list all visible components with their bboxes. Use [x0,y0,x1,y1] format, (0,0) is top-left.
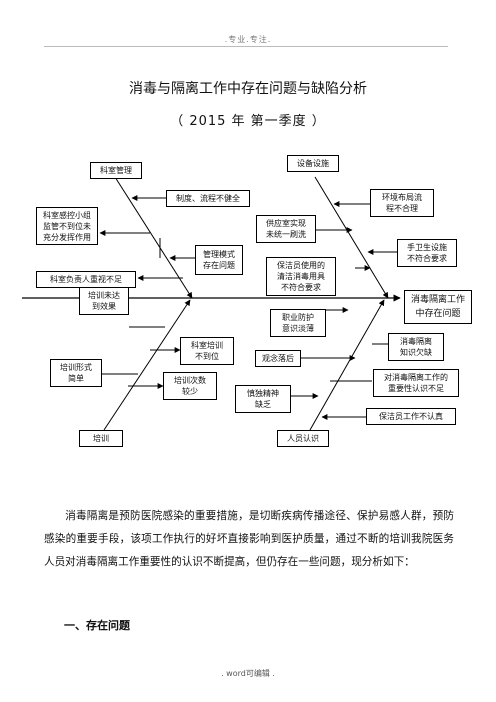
cause-management-mode: 管理模式 存在问题 [195,245,243,275]
cause-layout-unreasonable: 环境布局流 程不合理 [370,189,434,217]
cause-isolation-knowledge: 消毒隔离 知识欠缺 [388,333,444,361]
diagram-head: 消毒隔离工作 中存在问题 [404,290,472,324]
page-title: 消毒与隔离工作中存在问题与缺陷分析 [129,81,367,97]
cause-training-ineffective: 培训未达 到效果 [79,287,129,315]
bone-awareness [309,299,385,431]
intro-paragraph: 消毒隔离是预防医院感染的重要措施，是切断疾病传播途径、保护易感人群，预防感染的重… [44,510,454,568]
cause-training-form: 培训形式 简单 [50,359,102,387]
cause-supply-room: 供应室实现 未统一刷洗 [256,215,316,243]
cause-infection-group: 科室感控小组 监管不到位未 充分发挥作用 [36,207,98,245]
cause-training-times: 培训次数 较少 [163,372,217,400]
cause-diligence-lacking: 慎独精神 缺乏 [235,385,291,413]
page-header: .专业.专注. [224,35,272,44]
fishbone-diagram [22,176,401,431]
cause-dept-training: 科室培训 不到位 [180,337,234,365]
cause-hand-hygiene: 手卫生设施 不符合要求 [397,239,457,267]
header-rule [44,46,448,47]
cause-cleaning-tools: 保洁员使用的 清洁消毒用具 不符合要求 [266,257,336,296]
page-footer: . word可编辑 . [221,669,275,678]
bone-training [103,299,191,431]
cause-protection-awareness: 职业防护 意识淡薄 [270,309,326,337]
cause-leader-neglect: 科室负责人重视不足 [36,271,136,288]
page-subtitle: （ 2015 年 第一季度 ） [170,114,326,129]
cause-system-imperfect: 制度、流程不健全 [166,190,250,207]
cause-importance-awareness: 对消毒隔离工作的 重要性认识不足 [373,369,459,397]
cause-cleaners-careless: 保洁员工作不认真 [366,408,456,425]
category-training: 培训 [79,430,123,447]
category-awareness: 人员认识 [277,430,329,447]
bone-equipment [314,176,389,299]
cause-concept-outdated: 观念落后 [255,350,301,367]
section-heading: 一、存在问题 [64,619,130,632]
category-management: 科室管理 [90,162,142,179]
category-equipment: 设备设施 [287,155,339,172]
